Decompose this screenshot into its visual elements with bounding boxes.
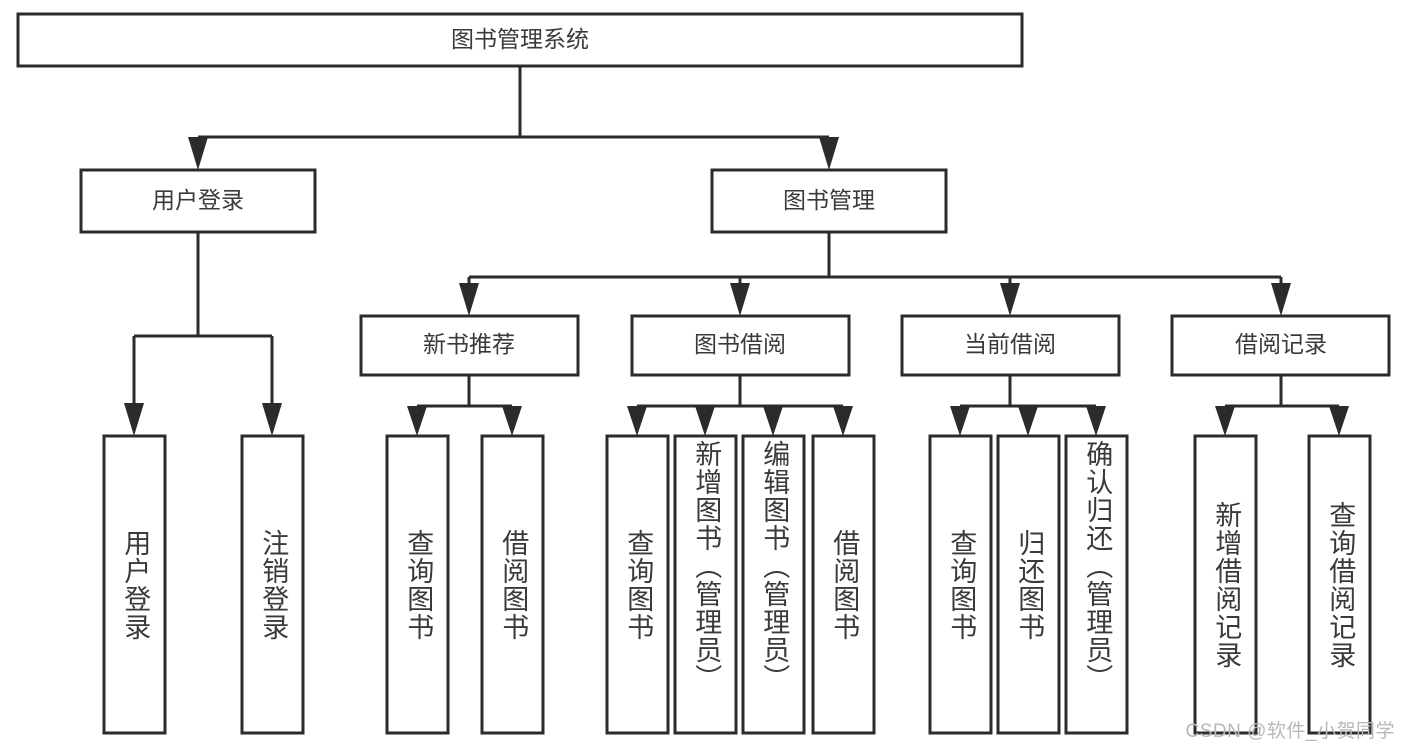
node-user-login-label: 用户登录 xyxy=(152,187,244,213)
node-book-management[interactable]: 图书管理 xyxy=(710,168,948,234)
node-new-book-recommend-label: 新书推荐 xyxy=(423,331,515,357)
leaf-box-user-login[interactable] xyxy=(102,434,167,735)
arrow-head-book-mgmt xyxy=(819,137,839,170)
connector-group-book-mgmt xyxy=(459,232,1291,316)
leaf-box-cb-return-book[interactable] xyxy=(996,434,1061,735)
node-book-borrow-label: 图书借阅 xyxy=(694,331,786,357)
leaf-box-bb-query-book[interactable] xyxy=(605,434,670,735)
node-borrow-record-box[interactable] xyxy=(1170,314,1391,377)
arrow-head-leaf-user-login xyxy=(124,403,144,436)
connector-group-borrow-record xyxy=(1215,375,1349,436)
node-root-box[interactable] xyxy=(16,12,1024,68)
arrow-head-leaf-cb-3 xyxy=(1086,406,1106,436)
connector-group-current-borrow xyxy=(950,375,1106,436)
leaf-box-bb-borrow-book[interactable] xyxy=(811,434,876,735)
node-book-management-box[interactable] xyxy=(710,168,948,234)
connector-group-root xyxy=(188,66,839,170)
watermark-text: CSDN @软件_小贺同学 xyxy=(1185,721,1395,742)
node-book-borrow-box[interactable] xyxy=(630,314,851,377)
connector-group-user-login xyxy=(124,232,282,436)
arrow-head-leaf-bb-4 xyxy=(833,406,853,436)
arrow-head-leaf-cb-2 xyxy=(1018,406,1038,436)
node-new-book-recommend[interactable]: 新书推荐 xyxy=(359,314,580,377)
node-current-borrow-box[interactable] xyxy=(900,314,1121,377)
leaf-box-nbr-query-book[interactable] xyxy=(385,434,450,735)
arrow-head-leaf-nb-1 xyxy=(407,406,427,436)
arrow-head-leaf-logout xyxy=(262,403,282,436)
leaf-boxes-borrow-record xyxy=(1193,434,1372,735)
node-user-login[interactable]: 用户登录 xyxy=(79,168,317,234)
arrow-head-leaf-nb-2 xyxy=(502,406,522,436)
arrow-head-book-borrow xyxy=(730,283,750,316)
connector-group-new-book xyxy=(407,375,522,436)
node-current-borrow-label: 当前借阅 xyxy=(964,331,1056,357)
arrow-head-new-book xyxy=(459,283,479,316)
node-borrow-record-label: 借阅记录 xyxy=(1235,331,1327,357)
leaf-boxes-user-login xyxy=(102,434,305,735)
node-current-borrow[interactable]: 当前借阅 xyxy=(900,314,1121,377)
leaf-box-bb-add-book[interactable] xyxy=(673,434,738,735)
arrow-head-leaf-bb-3 xyxy=(763,406,783,436)
node-new-book-recommend-box[interactable] xyxy=(359,314,580,377)
leaf-box-cb-query-book[interactable] xyxy=(928,434,993,735)
node-user-login-box[interactable] xyxy=(79,168,317,234)
node-book-management-label: 图书管理 xyxy=(783,187,875,213)
node-root[interactable]: 图书管理系统 xyxy=(16,12,1024,68)
leaf-box-br-query-record[interactable] xyxy=(1307,434,1372,735)
connector-group-book-borrow xyxy=(627,375,853,436)
arrow-head-leaf-br-2 xyxy=(1329,406,1349,436)
leaf-box-cb-confirm-return[interactable] xyxy=(1064,434,1129,735)
leaf-box-br-add-record[interactable] xyxy=(1193,434,1258,735)
arrow-head-leaf-bb-1 xyxy=(627,406,647,436)
arrow-head-leaf-br-1 xyxy=(1215,406,1235,436)
leaf-boxes-current-borrow xyxy=(928,434,1129,735)
leaf-box-nbr-borrow-book[interactable] xyxy=(480,434,545,735)
arrow-head-leaf-bb-2 xyxy=(695,406,715,436)
leaf-box-logout[interactable] xyxy=(240,434,305,735)
leaf-boxes-book-borrow xyxy=(605,434,876,735)
node-borrow-record[interactable]: 借阅记录 xyxy=(1170,314,1391,377)
arrow-head-borrow-record xyxy=(1271,283,1291,316)
leaf-box-bb-edit-book[interactable] xyxy=(741,434,806,735)
arrow-head-user-login xyxy=(188,137,208,170)
node-book-borrow[interactable]: 图书借阅 xyxy=(630,314,851,377)
arrow-head-leaf-cb-1 xyxy=(950,406,970,436)
node-root-label: 图书管理系统 xyxy=(451,26,589,52)
arrow-head-current-borrow xyxy=(1000,283,1020,316)
leaf-boxes-new-book-recommend xyxy=(385,434,545,735)
